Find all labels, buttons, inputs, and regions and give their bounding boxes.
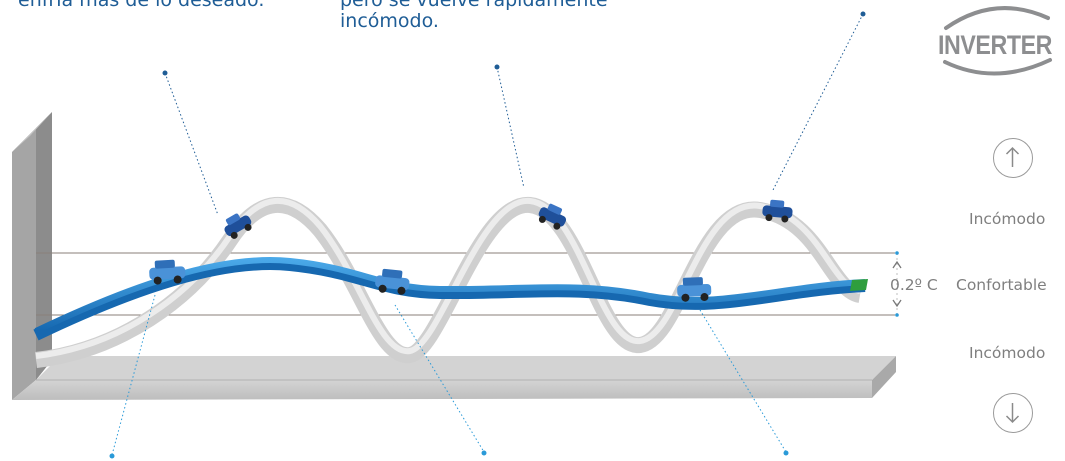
arrow-up-icon (993, 138, 1033, 178)
delta-temperature-label: 0.2º C (890, 276, 938, 294)
caption-left: enfría más de lo deseado. (18, 0, 265, 11)
zone-label-uncomfortable-high: Incómodo (969, 210, 1046, 228)
car-icon (762, 199, 793, 223)
delta-range-indicator (892, 251, 902, 317)
inverter-logo-arcs (943, 6, 1052, 76)
zone-label-uncomfortable-low: Incómodo (969, 344, 1046, 362)
car-icon (149, 259, 186, 285)
floor (12, 356, 896, 400)
caption-middle: pero se vuelve rápidamente incómodo. (340, 0, 608, 32)
inverter-logo: INVERTER (938, 30, 1052, 60)
car-icon (375, 268, 410, 295)
leader-lines (109, 11, 866, 459)
car-icon (538, 203, 567, 230)
zone-label-comfortable: Confortable (956, 276, 1047, 294)
car-icon (224, 213, 252, 239)
back-wall (12, 112, 52, 400)
arrow-down-icon (993, 393, 1033, 433)
inverter-line (33, 257, 868, 341)
car-icon (677, 277, 712, 302)
